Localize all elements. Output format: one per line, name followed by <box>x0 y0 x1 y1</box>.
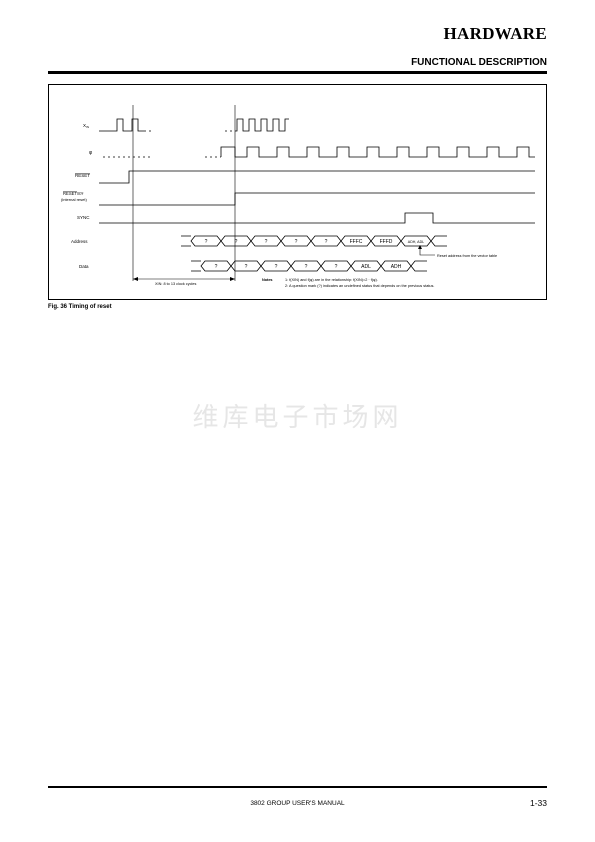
label-reset: RESET <box>75 173 90 178</box>
label-phi: φ <box>89 150 93 156</box>
address-tail <box>430 235 447 247</box>
address-value: ADH, ADL <box>408 240 424 244</box>
resetout-waveform <box>99 192 535 206</box>
footer-manual-title: 3802 GROUP USER'S MANUAL <box>250 800 345 807</box>
label-xin: XIN <box>83 123 89 129</box>
data-bus: ????? ADL ADH <box>191 260 427 272</box>
watermark: 维库电子市场网 <box>192 403 403 433</box>
vector-note: Reset address from the vector table <box>437 254 497 258</box>
address-value: ? <box>205 239 208 245</box>
address-value: ? <box>265 239 268 245</box>
section-title: HARDWARE <box>443 24 547 43</box>
data-value: ? <box>215 264 218 270</box>
data-lead <box>191 260 201 272</box>
label-internal-reset: (internal reset) <box>61 197 87 202</box>
note-2: 2: A question mark (?) indicates an unde… <box>285 284 434 288</box>
label-sync: SYNC <box>77 215 90 220</box>
data-value: ? <box>275 264 278 270</box>
xin-waveform <box>99 118 144 132</box>
address-value: FFFD <box>380 239 393 245</box>
header-rule <box>48 71 547 74</box>
address-value: ? <box>235 239 238 245</box>
data-tail <box>410 260 427 272</box>
reset-waveform <box>99 170 535 184</box>
address-bus: ????? FFFC FFFD ADH, ADL <box>181 235 447 247</box>
address-value: ? <box>295 239 298 245</box>
xin-waveform-2 <box>235 118 289 132</box>
figure-caption: Fig. 36 Timing of reset <box>48 304 112 310</box>
label-data: Data <box>79 264 89 269</box>
page-number: 1-33 <box>529 798 547 808</box>
note-1: 1: f(XIN) and f(φ) are in the relationsh… <box>285 278 378 282</box>
footer-rule <box>48 786 547 788</box>
vector-note-arrow <box>419 247 435 256</box>
data-value: ADL <box>361 264 371 270</box>
address-value: ? <box>325 239 328 245</box>
data-value: ? <box>245 264 248 270</box>
data-value: ? <box>335 264 338 270</box>
section-subtitle: FUNCTIONAL DESCRIPTION <box>411 57 547 68</box>
phi-waveform <box>220 146 535 158</box>
address-value: FFFC <box>350 239 363 245</box>
data-value: ? <box>305 264 308 270</box>
sync-waveform <box>99 212 535 224</box>
notes-heading: Notes <box>262 278 273 282</box>
address-lead <box>181 235 191 247</box>
label-address: Address <box>71 239 88 244</box>
label-resetout: RESETOUT <box>63 191 83 196</box>
data-value: ADH <box>391 264 402 270</box>
cycle-label: XIN: 8 to 13 clock cycles <box>155 282 196 286</box>
